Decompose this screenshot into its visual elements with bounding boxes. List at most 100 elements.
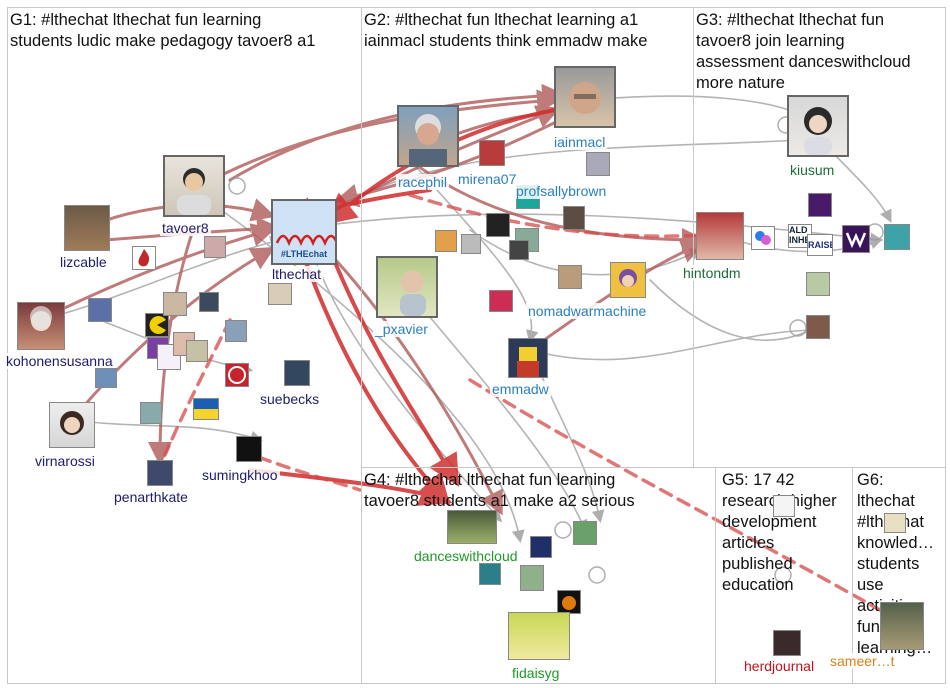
avatar-kiusum[interactable] [787,95,849,157]
group-g1-title: G1: #lthechat lthechat fun learning stud… [10,11,316,50]
person-icon [177,168,211,215]
w-logo-icon[interactable] [842,225,870,253]
w-icon [845,232,867,249]
avatar-small-2[interactable] [268,283,292,305]
node-label-sumingkhoo: sumingkhoo [200,467,280,483]
avatar-suebecks[interactable] [284,360,310,386]
node-label-nomadwarmachine: nomadwarmachine [526,303,649,319]
node-label-kiusum: kiusum [788,162,837,178]
node-label-hintondm: hintondm [681,265,743,281]
avatar-small-5[interactable] [199,292,219,312]
flame-logo-icon[interactable] [132,246,156,270]
oe-icon [228,366,246,384]
node-label-pxavier: _pxavier [373,321,430,337]
avatar-lizcable[interactable] [64,205,110,251]
node-label-tavoer8: tavoer8 [160,220,211,236]
node-label-iainmacl: iainmacl [552,134,608,150]
avatar-mirena07[interactable] [479,140,505,166]
avatar-small-21[interactable] [884,224,910,250]
avatar-small-3[interactable] [88,298,112,322]
avatar-hintondm[interactable] [696,212,744,260]
avatar-racephil[interactable] [397,105,459,167]
node-label-penarthkate: penarthkate [112,489,190,505]
avatar-small-24[interactable] [530,536,552,558]
node-label-emmadw: emmadw [490,381,551,397]
group-g3-title: G3: #lthechat lthechat fun tavoer8 join … [696,11,911,92]
person-icon [409,114,447,165]
avatar-small-27[interactable] [520,565,544,591]
avatar-virnarossi[interactable] [49,402,95,448]
avatar-herdjournal[interactable] [773,630,801,656]
person-icon [569,82,601,114]
avatar-iainmacl[interactable] [554,66,616,128]
avatar-small-12[interactable] [435,230,457,252]
avatar-tavoer8[interactable] [163,155,225,217]
copilot-logo-icon[interactable] [751,226,775,250]
avatar-fidaisyg[interactable] [508,612,570,660]
avatar-small-28[interactable] [773,495,795,517]
lthechat-logo-icon: #LTHEchat [273,201,335,263]
person-icon [619,269,637,287]
avatar-small-7[interactable] [186,340,208,362]
node-label-fidaisyg: fidaisyg [510,665,562,681]
person-icon [30,306,52,331]
node-label-herdjournal: herdjournal [742,658,817,674]
group-g4-title: G4: #lthechat lthechat fun learning tavo… [364,471,635,510]
lego-figure-icon [517,347,539,377]
avatar-small-8[interactable] [225,320,247,342]
avatar-small-25[interactable] [573,521,597,545]
avatar-kohonensusanna[interactable] [17,302,65,350]
oe-logo-icon[interactable] [225,363,249,387]
avatar-small-22[interactable] [806,272,830,296]
node-label-suebecks: suebecks [258,391,322,407]
avatar-small-29[interactable] [884,513,906,533]
copilot-icon [755,231,771,245]
avatar-small-19[interactable] [489,290,513,312]
avatar-small-23[interactable] [806,315,830,339]
node-label-racephil: racephil [396,174,450,190]
avatar-small-20[interactable] [808,193,832,217]
pacman-icon[interactable] [145,313,169,337]
node-label-lizcable: lizcable [58,254,109,270]
node-label-virnarossi: virnarossi [33,453,97,469]
avatar-emmadw[interactable] [508,338,548,378]
node-label-sameer: sameer…t [828,653,897,669]
node-label-profsallybrown: profsallybrown [514,183,609,199]
avatar-small-16[interactable] [563,206,585,230]
avatar-small-13[interactable] [486,213,510,237]
avatar-small-1[interactable] [204,236,226,258]
person-icon [400,271,426,316]
avatar-small-17[interactable] [461,234,481,254]
group-g4-box: G4: #lthechat lthechat fun learning tavo… [361,467,716,684]
raise-logo[interactable]: RAISE [807,234,833,256]
avatar-sumingkhoo[interactable] [236,436,262,462]
avatar-lthechat[interactable]: #LTHEchat [271,199,337,265]
person-icon [804,107,832,155]
node-label-lthechat: lthechat [270,266,324,282]
avatar-sameer[interactable] [880,602,924,650]
pumpkin-icon[interactable] [557,590,581,614]
group-g2-box: G2: #lthechat fun lthechat learning a1 i… [361,7,694,468]
avatar-small-11[interactable] [586,152,610,176]
node-label-mirena07: mirena07 [456,171,519,187]
avatar-small-18[interactable] [558,265,582,289]
avatar-penarthkate[interactable] [147,460,173,486]
avatar-small-9[interactable] [95,368,117,388]
pacman-icon-shape [149,316,166,334]
avatar-small-26[interactable] [479,563,501,585]
avatar-small-4[interactable] [163,292,187,316]
group-g6-box: G6: lthechat #lthechat knowled… students… [852,467,946,684]
avatar-pxavier[interactable] [376,256,438,318]
avatar-small-10[interactable] [140,402,162,424]
group-g5-title: G5: 17 42 research higher development ar… [722,471,837,594]
avatar-danceswithcloud[interactable] [447,510,497,544]
avatar-nomadwarmachine[interactable] [610,262,646,298]
flag-icon[interactable] [193,398,219,420]
avatar-small-15[interactable] [509,240,529,260]
node-label-danceswithcloud: danceswithcloud [412,548,520,564]
lthechat-logo-text: #LTHEchat [281,249,327,259]
group-g5-box: G5: 17 42 research higher development ar… [715,467,853,684]
pumpkin-shape [562,596,576,610]
flame-icon [138,249,150,267]
